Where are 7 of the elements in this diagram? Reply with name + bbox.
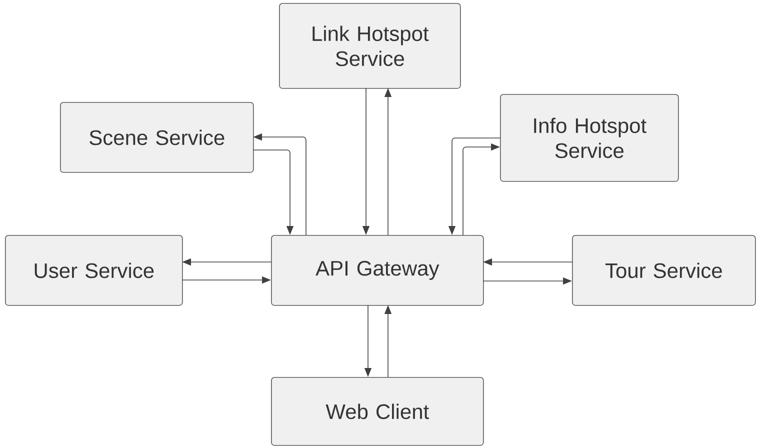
- service-box: Link Hotspot Service: [279, 3, 461, 89]
- service-box: User Service: [5, 235, 183, 306]
- service-box: Web Client: [271, 377, 484, 446]
- service-box: Tour Service: [572, 235, 756, 306]
- service-box: API Gateway: [271, 235, 484, 306]
- service-box: Info Hotspot Service: [500, 94, 679, 182]
- service-box: Scene Service: [60, 102, 254, 173]
